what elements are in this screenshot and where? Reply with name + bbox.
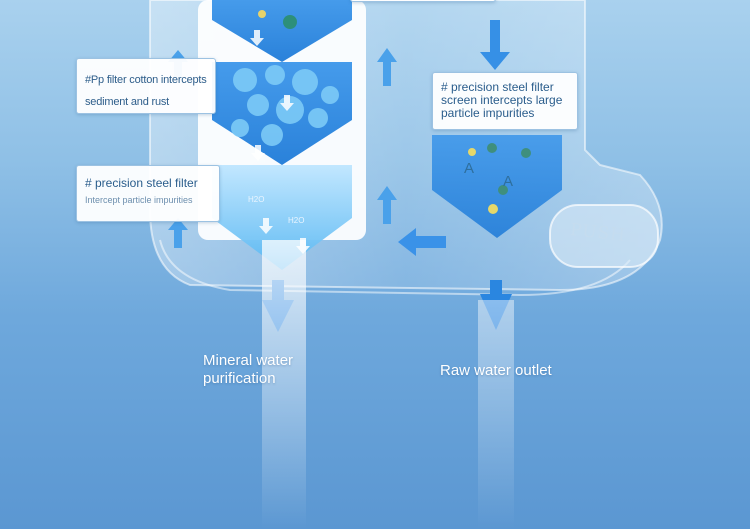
- right-particles: [468, 143, 531, 214]
- raw-water-stream: [478, 300, 514, 529]
- push-button-body: [549, 204, 659, 268]
- particle: [258, 10, 266, 18]
- cartridge-arrow-bottom: [212, 165, 352, 270]
- precision-steel-left-sub: Intercept particle impurities: [85, 195, 193, 205]
- housing-lower-rim: [159, 239, 631, 297]
- raw-water-label: Raw water outlet: [440, 362, 552, 379]
- cotton-bubbles: [231, 65, 339, 146]
- mineral-water-stream: [262, 240, 306, 529]
- mineral-water-label: Mineral water purification: [203, 352, 294, 387]
- particle: [283, 15, 297, 29]
- particle-letter-a: A: [464, 160, 475, 177]
- inflow-arrow: [480, 20, 510, 70]
- pp-filter-callout: #Pp filter cotton intercepts sediment an…: [76, 58, 216, 114]
- flow-arrows-cartridge: [250, 30, 310, 254]
- precision-steel-right-callout: # precision steel filter screen intercep…: [432, 72, 578, 130]
- pp-filter-text: #Pp filter cotton intercepts sediment an…: [85, 74, 207, 108]
- h2o-marker: H2O: [248, 195, 265, 204]
- right-filter-arrow: [432, 135, 562, 238]
- top-callout-edge: [350, 0, 496, 2]
- precision-steel-left-callout: # precision steel filter Intercept parti…: [76, 165, 220, 222]
- crossflow-arrow: [398, 228, 446, 256]
- cartridge-arrow-top: [212, 0, 352, 62]
- precision-steel-right-text: # precision steel filter screen intercep…: [441, 80, 563, 120]
- precision-steel-left-title: # precision steel filter: [85, 176, 198, 190]
- particle-letter-a: A: [503, 173, 514, 190]
- h2o-marker: H2O: [288, 216, 305, 225]
